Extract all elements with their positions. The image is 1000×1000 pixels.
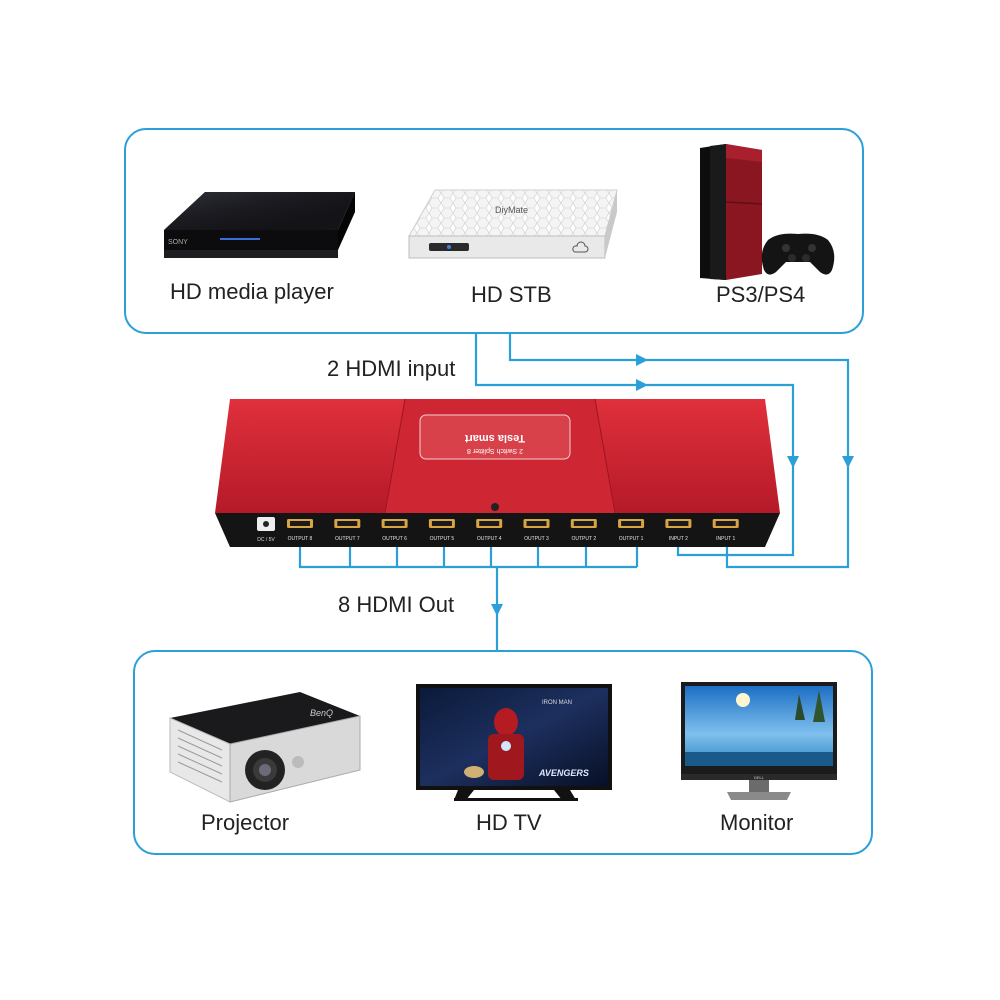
hdmi-port-output-6: OUTPUT 6 — [381, 519, 408, 542]
arrow-icon — [636, 354, 648, 366]
stb-label: HD STB — [471, 282, 552, 307]
svg-text:AVENGERS: AVENGERS — [538, 768, 589, 778]
monitor-label: Monitor — [720, 810, 794, 835]
arrow-icon — [636, 379, 648, 391]
svg-text:DC / 5V: DC / 5V — [257, 537, 275, 543]
console-device — [700, 144, 835, 280]
hdmi-port-label: OUTPUT 5 — [430, 536, 455, 542]
svg-text:Tesla smart: Tesla smart — [464, 432, 525, 444]
tv-label: HD TV — [476, 810, 542, 835]
monitor-device: DELL — [681, 682, 837, 800]
media-player-label: HD media player — [170, 279, 334, 304]
hdmi-port-input-1: INPUT 1 — [712, 519, 739, 542]
hdmi-port-output-7: OUTPUT 7 — [334, 519, 361, 542]
arrow-icon — [491, 604, 503, 616]
media-player-device: SONY — [164, 192, 355, 258]
stb-device: DiyMate — [408, 189, 618, 259]
output-label: 8 HDMI Out — [338, 592, 455, 617]
hdmi-port-output-8: OUTPUT 8 — [287, 519, 313, 542]
hdmi-port-label: OUTPUT 7 — [335, 536, 360, 542]
svg-text:2 Switch Splitter 8: 2 Switch Splitter 8 — [467, 447, 523, 454]
projector-label: Projector — [201, 810, 290, 835]
svg-text:IRON MAN: IRON MAN — [542, 700, 572, 706]
console-label: PS3/PS4 — [716, 282, 806, 307]
hdmi-port-label: INPUT 2 — [669, 536, 688, 542]
tv-device: IRON MAN AVENGERS — [416, 684, 612, 801]
hdmi-port-label: OUTPUT 2 — [571, 536, 596, 542]
svg-text:DiyMate: DiyMate — [495, 205, 528, 215]
hdmi-port-label: OUTPUT 8 — [288, 536, 313, 542]
hdmi-port-input-2: INPUT 2 — [665, 519, 692, 542]
displays-frame — [133, 650, 873, 855]
hdmi-port-output-2: OUTPUT 2 — [570, 519, 597, 542]
svg-text:DELL: DELL — [754, 775, 765, 780]
svg-text:BenQ: BenQ — [310, 708, 333, 718]
hdmi-port-output-5: OUTPUT 5 — [428, 519, 455, 542]
hdmi-splitter: Tesla smart 2 Switch Splitter 8 DC / 5V … — [215, 398, 780, 547]
hdmi-port-label: OUTPUT 6 — [382, 536, 407, 542]
svg-text:SONY: SONY — [168, 239, 188, 246]
hdmi-port-output-3: OUTPUT 3 — [523, 519, 550, 542]
projector-device: BenQ — [169, 692, 361, 803]
hdmi-port-label: OUTPUT 3 — [524, 536, 549, 542]
hdmi-port-output-4: OUTPUT 4 — [476, 519, 503, 542]
arrow-icon — [787, 456, 799, 468]
hdmi-port-output-1: OUTPUT 1 — [618, 519, 645, 542]
sources-frame — [124, 128, 864, 334]
hdmi-port-label: OUTPUT 4 — [477, 536, 502, 542]
arrow-icon — [842, 456, 854, 468]
hdmi-port-label: INPUT 1 — [716, 536, 735, 542]
hdmi-port-label: OUTPUT 1 — [619, 536, 644, 542]
input-label: 2 HDMI input — [327, 356, 456, 381]
